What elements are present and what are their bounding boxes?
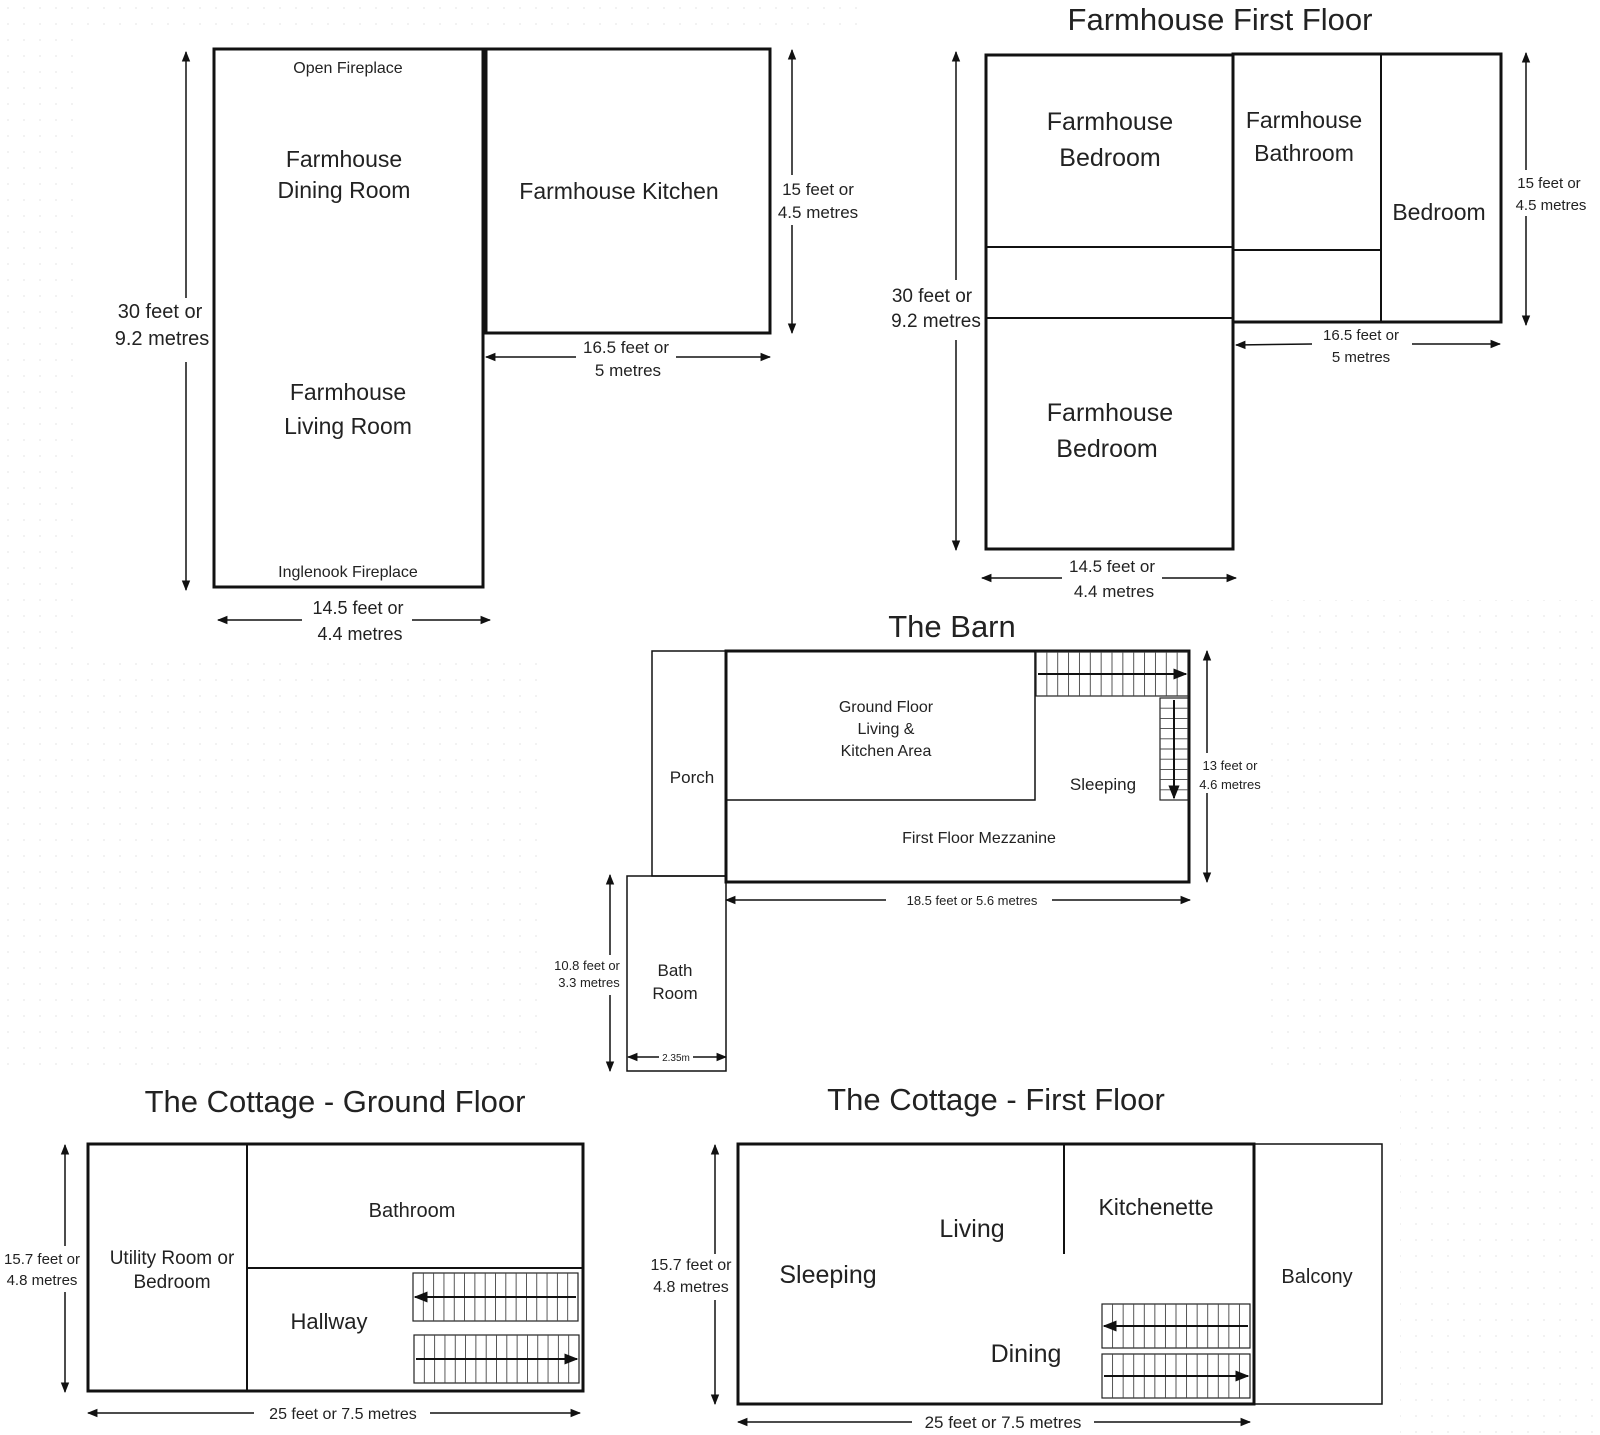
kitchenette-label: Kitchenette [1098, 1194, 1213, 1220]
barn-title: The Barn [888, 609, 1016, 644]
cottage-first-height-dim-label-2: 4.8 metres [653, 1279, 729, 1296]
bath-room-wall [626, 875, 727, 1072]
first-right-width-dim-label-1: 16.5 feet or [1323, 327, 1399, 344]
first-right-width-dim-line-left [1234, 340, 1313, 350]
utility-label-1: Utility Room or [110, 1248, 235, 1269]
cottage-ground-title: The Cottage - Ground Floor [145, 1084, 526, 1119]
first-right-width-dim-label-2: 5 metres [1332, 349, 1390, 366]
kitchen-width-dim-label-1: 16.5 feet or [583, 338, 669, 357]
cottage-ground-stairs-upper [412, 1272, 579, 1322]
bath-height-dim-label-1: 10.8 feet or [554, 958, 620, 973]
cottage-first-wall [736, 1142, 1256, 1406]
cottage-first-height-dim-label-1: 15.7 feet or [651, 1257, 733, 1274]
barn-living-label-1: Ground Floor [839, 699, 934, 716]
dining-living-room-wall [212, 47, 485, 589]
barn-plan: The Barn Porch Ground Floor Living & Kit… [550, 609, 1266, 1073]
bath-height-dim-label-2: 3.3 metres [558, 975, 620, 990]
barn-height-dim-label-2: 4.6 metres [1199, 777, 1261, 792]
balcony-label: Balcony [1281, 1266, 1352, 1288]
first-height-dim-label-2: 9.2 metres [891, 311, 981, 332]
cottage-first-width-dim-label: 25 feet or 7.5 metres [925, 1413, 1082, 1432]
cottage-first-title: The Cottage - First Floor [827, 1082, 1165, 1117]
height-dim-label-2: 9.2 metres [115, 328, 209, 350]
cottage-first-floor: The Cottage - First Floor Sleeping Livin… [648, 1082, 1383, 1432]
cottage-bathroom-label: Bathroom [369, 1200, 456, 1222]
height-dim-label-1: 30 feet or [118, 301, 203, 323]
bathroom-label-2: Bathroom [1254, 140, 1354, 166]
porch-label: Porch [670, 768, 714, 787]
bath-label-2: Room [652, 984, 697, 1003]
first-width-dim-label-2: 4.4 metres [1074, 582, 1154, 601]
balcony-wall [1253, 1143, 1383, 1405]
first-bedroom-top-label-1: Farmhouse [1047, 108, 1173, 136]
cottage-ground-stairs-lower [413, 1334, 580, 1384]
barn-living-label-2: Living & [858, 721, 915, 738]
bath-label-1: Bath [658, 961, 693, 980]
dining-label: Dining [991, 1340, 1062, 1368]
bathroom-label-1: Farmhouse [1246, 107, 1362, 133]
farmhouse-first-floor: Farmhouse First Floor Farmhouse Bedroom … [891, 2, 1598, 601]
width-dim-label-1: 14.5 feet or [312, 598, 403, 618]
dining-room-label-2: Dining Room [278, 177, 411, 203]
cottage-ground-height-dim-label-1: 15.7 feet or [4, 1251, 80, 1268]
kitchen-height-dim-label-1: 15 feet or [782, 180, 854, 199]
first-right-height-dim-label-1: 15 feet or [1517, 175, 1580, 192]
first-width-dim-label-1: 14.5 feet or [1069, 557, 1155, 576]
cottage-living-label: Living [939, 1215, 1004, 1243]
bathroom-bedroom-wall [1231, 52, 1503, 324]
first-height-dim-label-1: 30 feet or [892, 286, 973, 307]
cottage-sleeping-label: Sleeping [779, 1261, 876, 1289]
cottage-ground-width-dim-label: 25 feet or 7.5 metres [269, 1406, 417, 1423]
barn-sleeping-label: Sleeping [1070, 775, 1136, 794]
kitchen-label: Farmhouse Kitchen [519, 178, 718, 204]
first-bedroom-bottom-label-2: Bedroom [1056, 435, 1157, 463]
bedrooms-wall [984, 53, 1235, 551]
hallway-label: Hallway [290, 1309, 367, 1334]
first-bedroom-bottom-label-1: Farmhouse [1047, 399, 1173, 427]
living-area-wall [726, 651, 1036, 801]
living-room-label-2: Living Room [284, 413, 412, 439]
cottage-first-stairs-lower [1101, 1353, 1251, 1399]
width-dim-label-2: 4.4 metres [317, 624, 402, 644]
utility-label-2: Bedroom [133, 1272, 210, 1293]
first-right-height-dim-label-2: 4.5 metres [1516, 197, 1587, 214]
barn-living-label-3: Kitchen Area [841, 743, 932, 760]
living-room-label-1: Farmhouse [290, 379, 406, 405]
bath-width-dim-label: 2.35m [662, 1053, 690, 1064]
dining-room-label-1: Farmhouse [286, 146, 402, 172]
bedroom-label: Bedroom [1392, 199, 1485, 225]
farmhouse-first-floor-title: Farmhouse First Floor [1068, 2, 1373, 37]
barn-width-dim-label: 18.5 feet or 5.6 metres [907, 893, 1038, 908]
cottage-ground-floor: The Cottage - Ground Floor Utility Room … [0, 1084, 585, 1423]
barn-stairs-vertical [1159, 697, 1189, 801]
kitchen-height-dim-label-2: 4.5 metres [778, 203, 858, 222]
barn-height-dim-label-1: 13 feet or [1203, 758, 1259, 773]
farmhouse-ground-floor: Open Fireplace Farmhouse Dining Room Far… [115, 47, 865, 644]
cottage-first-stairs-upper [1101, 1303, 1251, 1349]
cottage-ground-height-dim-label-2: 4.8 metres [7, 1272, 78, 1289]
mezzanine-label: First Floor Mezzanine [902, 830, 1056, 847]
open-fireplace-label: Open Fireplace [293, 60, 402, 77]
inglenook-fireplace-label: Inglenook Fireplace [278, 564, 418, 581]
kitchen-wall [484, 47, 772, 335]
first-bedroom-top-label-2: Bedroom [1059, 144, 1160, 172]
barn-stairs-horizontal [1035, 651, 1189, 697]
kitchen-width-dim-label-2: 5 metres [595, 361, 661, 380]
